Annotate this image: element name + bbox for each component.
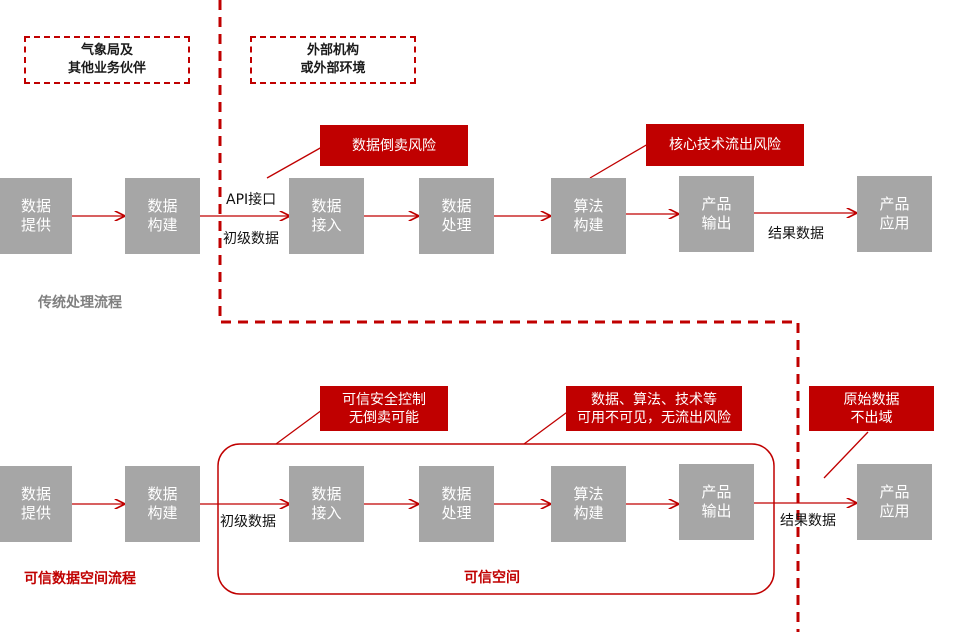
callout-usable-invisible: 数据、算法、技术等 可用不可见，无流出风险 <box>566 386 742 431</box>
trusted-box-algo-build-l2: 构建 <box>573 504 604 522</box>
partner-zone-line1: 气象局及 <box>80 43 133 58</box>
trad-box-data-provide: 数据 提供 <box>0 178 72 254</box>
trusted-arrows <box>72 409 869 504</box>
trusted-box-algo-build-l1: 算法 <box>573 485 604 503</box>
trusted-space-label: 可信空间 <box>464 570 520 586</box>
trad-box-data-build-l2: 构建 <box>147 216 178 234</box>
trad-box-product-output-l1: 产品 <box>701 195 732 213</box>
trad-box-data-process: 数据 处理 <box>419 178 494 254</box>
label-result-data-bottom: 结果数据 <box>780 513 836 529</box>
leader-resale <box>266 146 323 179</box>
risk-callout-leak: 核心技术流出风险 <box>646 124 804 166</box>
trusted-box-product-output-l1: 产品 <box>701 483 732 501</box>
trusted-box-product-output-l2: 输出 <box>701 502 732 520</box>
trad-box-data-provide-l1: 数据 <box>20 197 51 215</box>
trusted-box-algo-build: 算法 构建 <box>551 466 626 542</box>
trad-box-product-app-l1: 产品 <box>879 195 910 213</box>
risk-leak-text: 核心技术流出风险 <box>669 137 781 153</box>
trad-box-algo-build-l1: 算法 <box>573 197 604 215</box>
traditional-arrows <box>72 143 856 216</box>
label-api: API接口 <box>226 192 277 208</box>
trusted-box-data-process-l2: 处理 <box>441 504 472 522</box>
leader-leak <box>589 143 649 179</box>
leader-domain <box>823 431 869 479</box>
trad-box-algo-build-l2: 构建 <box>573 216 604 234</box>
trusted-box-data-provide-l1: 数据 <box>20 485 51 503</box>
callout-trusted-control: 可信安全控制 无倒卖可能 <box>320 386 448 431</box>
trad-box-algo-build: 算法 构建 <box>551 178 626 254</box>
trusted-box-data-ingest: 数据 接入 <box>289 466 364 542</box>
label-raw-data-bottom: 初级数据 <box>220 514 276 530</box>
external-zone-line1: 外部机构 <box>306 43 359 58</box>
trusted-space-frame <box>217 443 775 595</box>
trad-box-product-output-l2: 输出 <box>701 214 732 232</box>
trusted-box-data-process: 数据 处理 <box>419 466 494 542</box>
callout-data-in-domain-l1: 原始数据 <box>843 391 900 408</box>
trusted-box-data-ingest-l1: 数据 <box>311 485 342 503</box>
boundary-line-upper <box>218 0 800 632</box>
trusted-box-data-provide-l2: 提供 <box>20 504 51 522</box>
trusted-box-product-app-l1: 产品 <box>879 483 910 501</box>
trad-box-data-ingest-l2: 接入 <box>311 216 342 234</box>
trusted-box-data-build-l1: 数据 <box>147 485 178 503</box>
risk-callout-resale: 数据倒卖风险 <box>320 125 468 166</box>
external-zone-line2: 或外部环境 <box>300 61 366 76</box>
trad-box-product-output: 产品 输出 <box>679 176 754 252</box>
trad-box-data-ingest: 数据 接入 <box>289 178 364 254</box>
trusted-box-product-output: 产品 输出 <box>679 464 754 540</box>
trad-box-product-app: 产品 应用 <box>857 176 932 252</box>
trusted-flow-title: 可信数据空间流程 <box>24 571 136 587</box>
partner-zone-label: 气象局及 其他业务伙伴 <box>24 36 190 84</box>
label-raw-data-top: 初级数据 <box>223 231 279 247</box>
trusted-box-data-provide: 数据 提供 <box>0 466 72 542</box>
trusted-box-data-build: 数据 构建 <box>125 466 200 542</box>
trusted-box-data-build-l2: 构建 <box>147 504 178 522</box>
trad-box-data-build-l1: 数据 <box>147 197 178 215</box>
partner-zone-line2: 其他业务伙伴 <box>67 61 146 76</box>
trusted-box-product-app-l2: 应用 <box>879 502 910 520</box>
callout-usable-invisible-l2: 可用不可见，无流出风险 <box>577 409 731 426</box>
label-result-data-top: 结果数据 <box>768 226 824 242</box>
external-zone-label: 外部机构 或外部环境 <box>250 36 416 84</box>
trusted-box-product-app: 产品 应用 <box>857 464 932 540</box>
callout-trusted-control-l1: 可信安全控制 <box>342 391 426 408</box>
callout-trusted-control-l2: 无倒卖可能 <box>349 409 419 426</box>
leader-control <box>275 409 323 445</box>
callout-data-in-domain: 原始数据 不出域 <box>809 386 934 431</box>
trad-box-data-ingest-l1: 数据 <box>311 197 342 215</box>
trad-box-data-process-l2: 处理 <box>441 216 472 234</box>
trad-box-data-process-l1: 数据 <box>441 197 472 215</box>
trad-box-data-provide-l2: 提供 <box>20 216 51 234</box>
traditional-flow-title: 传统处理流程 <box>38 295 122 311</box>
trad-box-product-app-l2: 应用 <box>879 214 910 232</box>
trad-box-data-build: 数据 构建 <box>125 178 200 254</box>
callout-usable-invisible-l1: 数据、算法、技术等 <box>591 391 717 408</box>
trusted-box-data-process-l1: 数据 <box>441 485 472 503</box>
trusted-box-data-ingest-l2: 接入 <box>311 504 342 522</box>
callout-data-in-domain-l2: 不出域 <box>850 409 893 426</box>
risk-resale-text: 数据倒卖风险 <box>352 137 436 154</box>
leader-invisible <box>523 409 571 445</box>
